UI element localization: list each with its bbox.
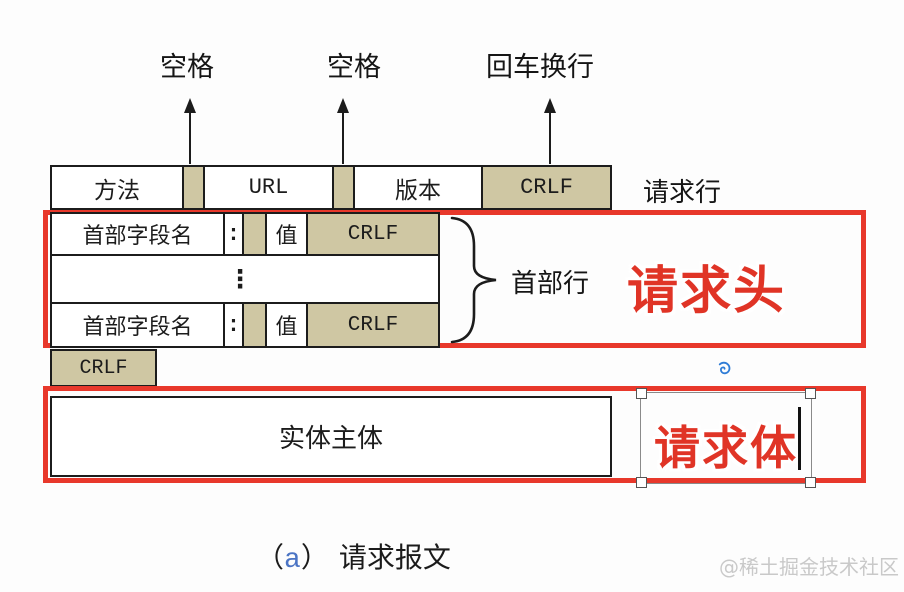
colon-cell: : xyxy=(225,304,244,346)
value-cell: 值 xyxy=(267,214,308,254)
rotate-handle-icon[interactable] xyxy=(716,360,733,377)
arrow-head xyxy=(337,98,349,113)
version-cell: 版本 xyxy=(353,167,481,208)
watermark: @稀土掘金技术社区 xyxy=(719,555,899,579)
url-cell: URL xyxy=(203,167,332,208)
arrow-shaft xyxy=(342,113,344,164)
space-label-1: 空格 xyxy=(160,52,214,83)
up-arrow-icon xyxy=(336,98,350,164)
request-line-row: 方法 URL 版本 CRLF xyxy=(50,165,612,210)
selection-handle-top-right[interactable] xyxy=(805,388,816,399)
arrow-head xyxy=(184,98,196,113)
colon-cell: : xyxy=(225,214,244,254)
crlf-cell: CRLF xyxy=(481,167,610,208)
space-label-2: 空格 xyxy=(327,52,381,83)
space-separator-cell xyxy=(182,167,203,208)
arrow-shaft xyxy=(189,113,191,164)
field-name-cell: 首部字段名 xyxy=(52,304,225,346)
caption-paren-open: （ xyxy=(256,541,285,574)
up-arrow-icon xyxy=(543,98,557,164)
request-header-label: 请求头 xyxy=(627,262,787,321)
selection-handle-top-left[interactable] xyxy=(636,388,647,399)
text-selection-frame[interactable]: 请求体 xyxy=(636,388,816,488)
header-field-row: 首部字段名 : 值 CRLF xyxy=(52,214,438,254)
text-cursor xyxy=(798,407,801,470)
value-cell: 值 xyxy=(267,304,308,346)
ellipsis-row: ⋮ xyxy=(52,254,438,304)
method-cell: 方法 xyxy=(94,177,140,204)
selection-handle-bottom-left[interactable] xyxy=(636,477,647,488)
header-lines-table: 首部字段名 : 值 CRLF ⋮ 首部字段名 : 值 CRLF xyxy=(50,212,440,348)
request-body-label[interactable]: 请求体 xyxy=(654,421,798,475)
space-separator-cell xyxy=(244,214,267,254)
vertical-ellipsis: ⋮ xyxy=(227,264,253,294)
crlf-cell: CRLF xyxy=(308,304,438,346)
curly-brace-icon xyxy=(450,216,497,344)
up-arrow-icon xyxy=(183,98,197,164)
crlf-annotation-label: 回车换行 xyxy=(486,52,594,83)
figure-caption: （a） 请求报文 xyxy=(256,536,451,576)
caption-title: 请求报文 xyxy=(338,541,451,574)
request-line-label: 请求行 xyxy=(643,178,722,208)
selection-handle-bottom-right[interactable] xyxy=(805,477,816,488)
caption-letter: a xyxy=(284,545,301,576)
header-field-row: 首部字段名 : 值 CRLF xyxy=(52,304,438,346)
blank-line-crlf-box: CRLF xyxy=(50,349,157,387)
space-separator-cell xyxy=(244,304,267,346)
header-lines-label: 首部行 xyxy=(511,269,590,299)
space-separator-cell xyxy=(332,167,353,208)
entity-body-label: 实体主体 xyxy=(278,424,383,454)
request-header-red-box xyxy=(43,210,866,348)
entity-body-box: 实体主体 xyxy=(50,396,612,477)
arrow-head xyxy=(544,98,556,113)
request-body-red-box xyxy=(43,386,866,483)
field-name-cell: 首部字段名 xyxy=(52,214,225,254)
crlf-cell: CRLF xyxy=(308,214,438,254)
caption-paren-close: ） xyxy=(300,541,329,574)
arrow-shaft xyxy=(549,113,551,164)
